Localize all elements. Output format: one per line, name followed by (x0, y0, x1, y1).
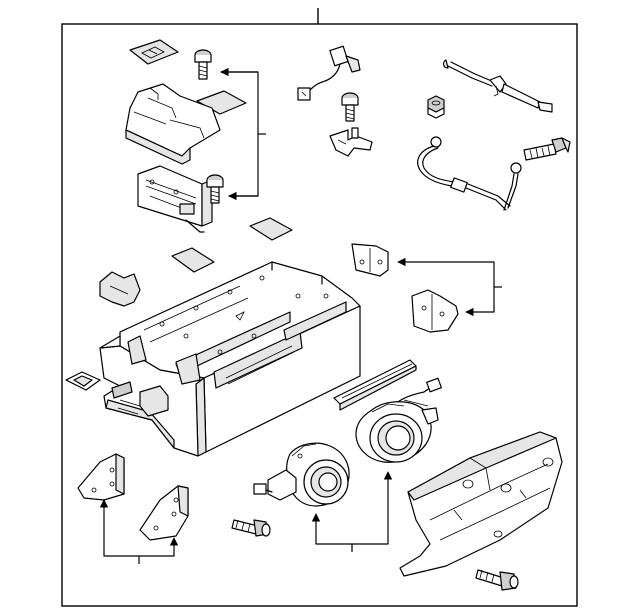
insulator-sheet-c (171, 247, 215, 273)
battery-ecu (137, 165, 213, 233)
bracket-right-upper (351, 243, 389, 277)
bracket-lower-left-a (77, 453, 125, 501)
blower-fan-small (253, 442, 350, 507)
bolt-middle (341, 92, 359, 122)
blower-fan-large (355, 401, 439, 463)
bracket-right-lower (411, 289, 459, 333)
bolt-upper-left (194, 49, 212, 80)
fan-callout (311, 471, 393, 552)
bolt-lower-right (475, 569, 519, 591)
insulator-sheet-b (249, 217, 293, 241)
brackets-callout (397, 257, 502, 317)
brackets-lower-callout (99, 499, 179, 564)
cable-with-grommet (442, 59, 553, 113)
bolt-right (523, 137, 571, 161)
access-panel (129, 39, 179, 65)
small-cover (99, 271, 141, 307)
nut (427, 95, 445, 119)
bolt-ecu (206, 174, 224, 204)
small-bracket (329, 127, 373, 157)
ground-cable (417, 136, 522, 211)
diagram-frame (61, 23, 578, 607)
air-duct-strip (333, 359, 417, 411)
gasket (65, 371, 101, 391)
lower-cover-panel (399, 431, 563, 577)
junction-block-cover (125, 83, 221, 165)
bracket-lower-left-b (139, 485, 189, 541)
bracket-callout (220, 67, 266, 201)
fan-harness (397, 377, 442, 407)
wire-harness-connector (297, 45, 361, 101)
hybrid-battery-assembly (99, 261, 361, 457)
bolt-lower-middle (231, 519, 271, 537)
